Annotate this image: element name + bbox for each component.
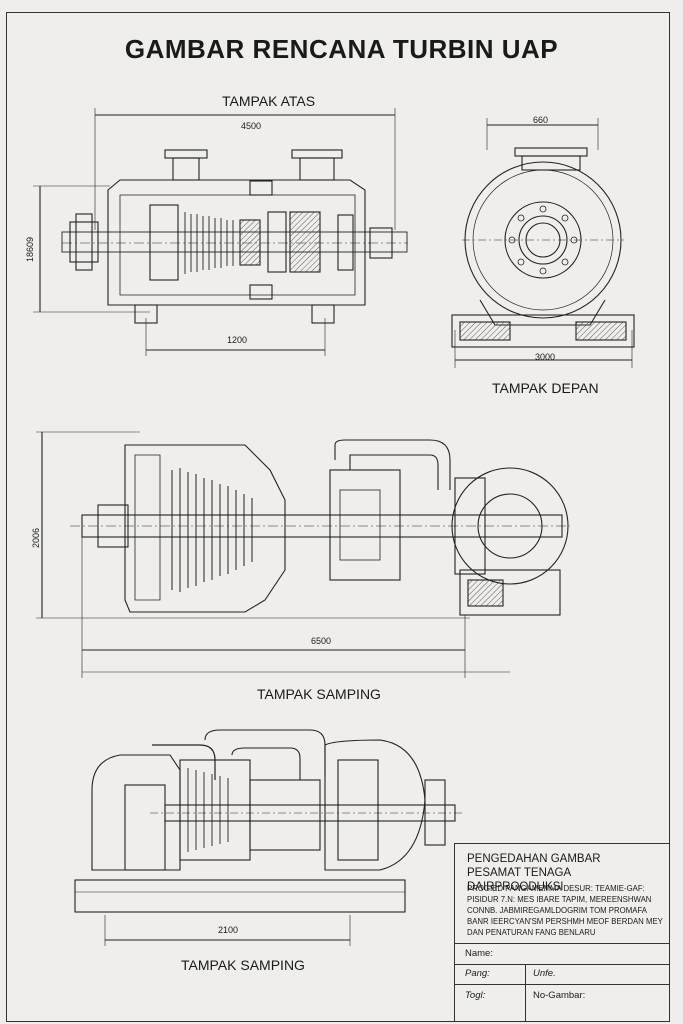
title-block-desc-1: PROGIED PANGAMEMMA DESUR: TEAMIE-GAF:: [467, 884, 645, 893]
side-view-1-height-dimension: 2006: [31, 527, 41, 548]
title-block-desc-4: BANR IEERCYAN'SM PERSHMH MEOF BERDAN MEY: [467, 917, 663, 926]
title-block-heading-1: PENGEDAHAN GAMBAR: [467, 853, 601, 865]
side-view-1-drawing: [36, 431, 570, 678]
side-view-2-drawing: [74, 729, 465, 946]
name-label: Name:: [465, 948, 493, 959]
title-block-divider: [455, 943, 669, 944]
title-block-divider: [455, 964, 669, 965]
top-view-label: TAMPAK ATAS: [222, 93, 316, 109]
side-view-1-length-dimension: 6500: [311, 636, 332, 646]
title-block-column-divider: [525, 964, 526, 1021]
title-block: PENGEDAHAN GAMBAR PESAMAT TENAGA DAIRPRO…: [454, 843, 670, 1022]
info-label: Unfe.: [533, 968, 556, 979]
title-block-desc-5: DAN PENATURAN FANG BENLARU: [467, 928, 596, 937]
drawing-sheet-border: [6, 12, 670, 1022]
top-view-drawing: [33, 108, 408, 356]
front-view-base-dimension: 3000: [535, 352, 556, 362]
side-view-2-label: TAMPAK SAMPING: [181, 957, 305, 973]
side-view-1-label: TAMPAK SAMPING: [257, 686, 381, 702]
front-view-top-dimension: 660: [533, 115, 549, 125]
title-block-desc-3: CONNB. JABMIREGAMLDOGRIM TOM PROMAFA: [467, 906, 647, 915]
front-view-label: TAMPAK DEPAN: [492, 380, 599, 396]
no-gambar-label: No-Gambar:: [533, 990, 586, 1001]
top-view-base-dimension: 1200: [227, 335, 248, 345]
pang-label: Pang:: [465, 968, 490, 979]
tgl-label: Togl:: [465, 990, 486, 1001]
drawing-title: GAMBAR RENCANA TURBIN UAP: [124, 34, 559, 64]
title-block-desc-2: PISIDUR 7.N: MES IBARE TAPIM, MEREENSHWA…: [467, 895, 652, 904]
front-view-drawing: [451, 118, 635, 368]
top-view-width-dimension: 4500: [241, 121, 262, 131]
title-block-divider: [455, 984, 669, 985]
side-view-2-length-dimension: 2100: [218, 925, 239, 935]
title-block-heading-2: PESAMAT TENAGA DAIRPROODUKSI: [467, 867, 571, 893]
top-view-height-dimension: 18609: [25, 236, 35, 262]
